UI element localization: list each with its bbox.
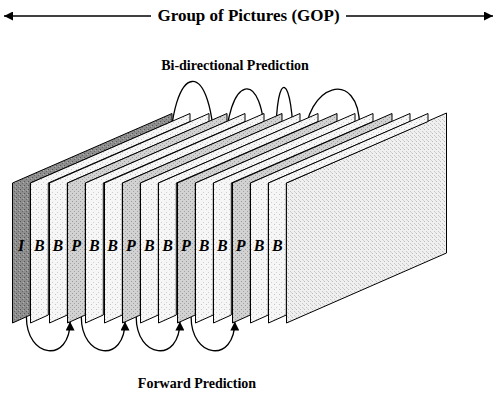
frame-type-letter: B [251,237,267,255]
frame-type-letter: B [196,237,212,255]
diagram-title: Group of Pictures (GOP) [151,6,345,25]
frame-type-letter: B [141,237,157,255]
frame-type-letter: B [159,237,175,255]
frame-type-letter: B [105,237,121,255]
video-frame: B [268,113,428,323]
frame-type-letter: P [233,237,249,255]
prediction-label: Forward Prediction [135,376,259,391]
frame-type-letter: B [214,237,230,255]
frame-type-letter: I [13,237,29,255]
frame-outline [268,113,428,323]
frame-type-letter: B [31,237,47,255]
frame-type-letter: B [86,237,102,255]
title-holder: Group of Pictures (GOP) [0,6,497,26]
frame-type-letter: P [68,237,84,255]
prediction-label: Bi-directional Prediction [158,58,312,73]
frame-type-letter: B [50,237,66,255]
frame-type-letter: B [269,237,285,255]
label-holder: Bi-directional Prediction [158,56,312,74]
frame-type-letter: P [123,237,139,255]
frame-type-letter: P [178,237,194,255]
frame-face [269,114,429,324]
label-holder: Forward Prediction [135,374,259,392]
